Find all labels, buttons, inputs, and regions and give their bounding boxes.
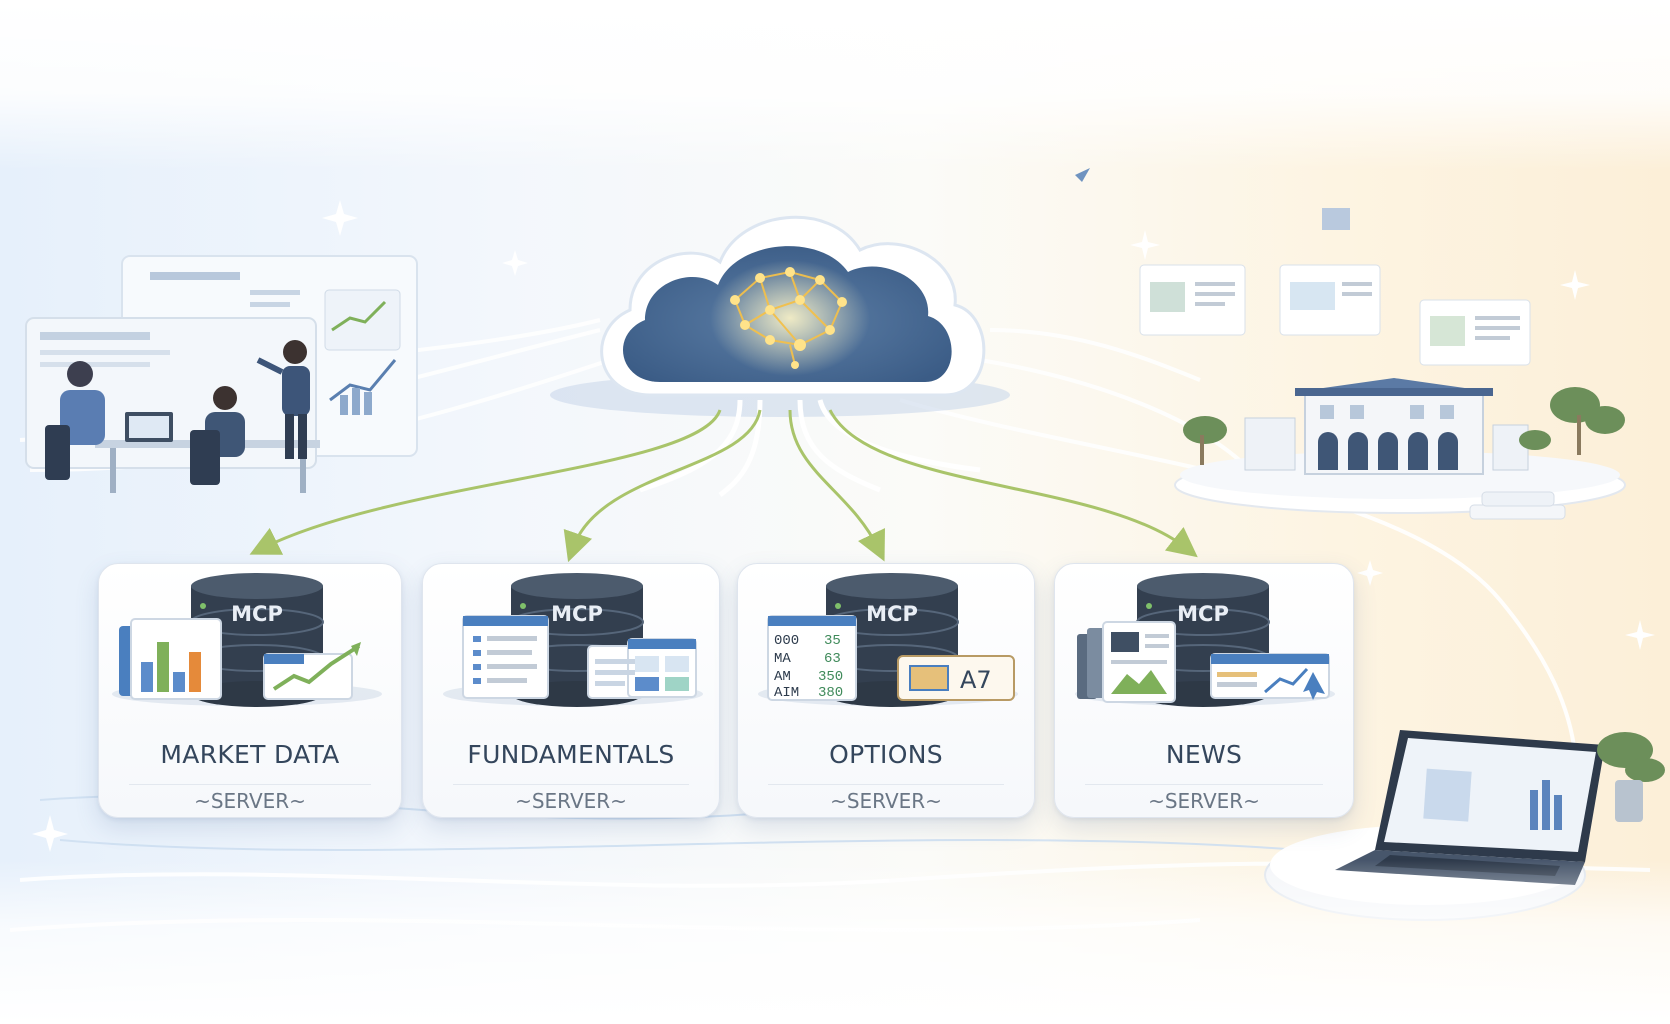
card-divider — [768, 784, 1004, 785]
server-card-news[interactable]: MCP NEWS ~SERVER~ — [1054, 563, 1354, 818]
quote-table-icon: 000 35 MA 63 AM 350 AIM 380 A7 — [758, 573, 1018, 707]
quote-row-right: 63 — [824, 651, 841, 667]
bottom-haze — [0, 860, 1670, 1024]
top-haze — [0, 0, 1670, 170]
server-subtitle: ~SERVER~ — [515, 789, 627, 813]
mcp-badge: MCP — [551, 602, 603, 626]
quote-row-left: AIM — [774, 685, 799, 701]
server-title: OPTIONS — [829, 740, 943, 769]
quote-row-right: 35 — [824, 633, 841, 649]
server-card-options[interactable]: 000 35 MA 63 AM 350 AIM 380 A7 MCP OPTIO… — [737, 563, 1035, 818]
server-subtitle: ~SERVER~ — [1148, 789, 1260, 813]
card-divider — [129, 784, 371, 785]
server-card-market-data[interactable]: MCP MARKET DATA ~SERVER~ — [98, 563, 402, 818]
sparkle-decorations — [32, 200, 1655, 852]
server-subtitle: ~SERVER~ — [830, 789, 942, 813]
quote-row-left: AM — [774, 669, 791, 685]
server-title: MARKET DATA — [160, 740, 340, 769]
bank-building-icon — [1174, 378, 1626, 520]
card-divider — [1085, 784, 1323, 785]
mcp-badge: MCP — [231, 602, 283, 626]
quote-row-left: MA — [774, 651, 791, 667]
ticker-badge: A7 — [960, 666, 992, 694]
connection-arrows — [249, 409, 1198, 563]
document-cards-icon — [1075, 168, 1531, 366]
server-card-fundamentals[interactable]: MCP FUNDAMENTALS ~SERVER~ — [422, 563, 720, 818]
quote-row-right: 350 — [818, 669, 843, 685]
mcp-badge: MCP — [1177, 602, 1229, 626]
report-document-icon — [443, 573, 703, 707]
server-subtitle: ~SERVER~ — [194, 789, 306, 813]
quote-row-right: 380 — [818, 685, 843, 701]
mcp-badge: MCP — [866, 602, 918, 626]
server-title: FUNDAMENTALS — [467, 740, 675, 769]
bar-chart-document-icon — [112, 573, 382, 707]
newspaper-icon — [1075, 573, 1335, 707]
server-title: NEWS — [1165, 740, 1243, 769]
quote-row-left: 000 — [774, 633, 799, 649]
office-team-meeting-icon — [25, 255, 418, 493]
card-divider — [453, 784, 689, 785]
cloud-brain-network-icon — [550, 215, 1010, 417]
